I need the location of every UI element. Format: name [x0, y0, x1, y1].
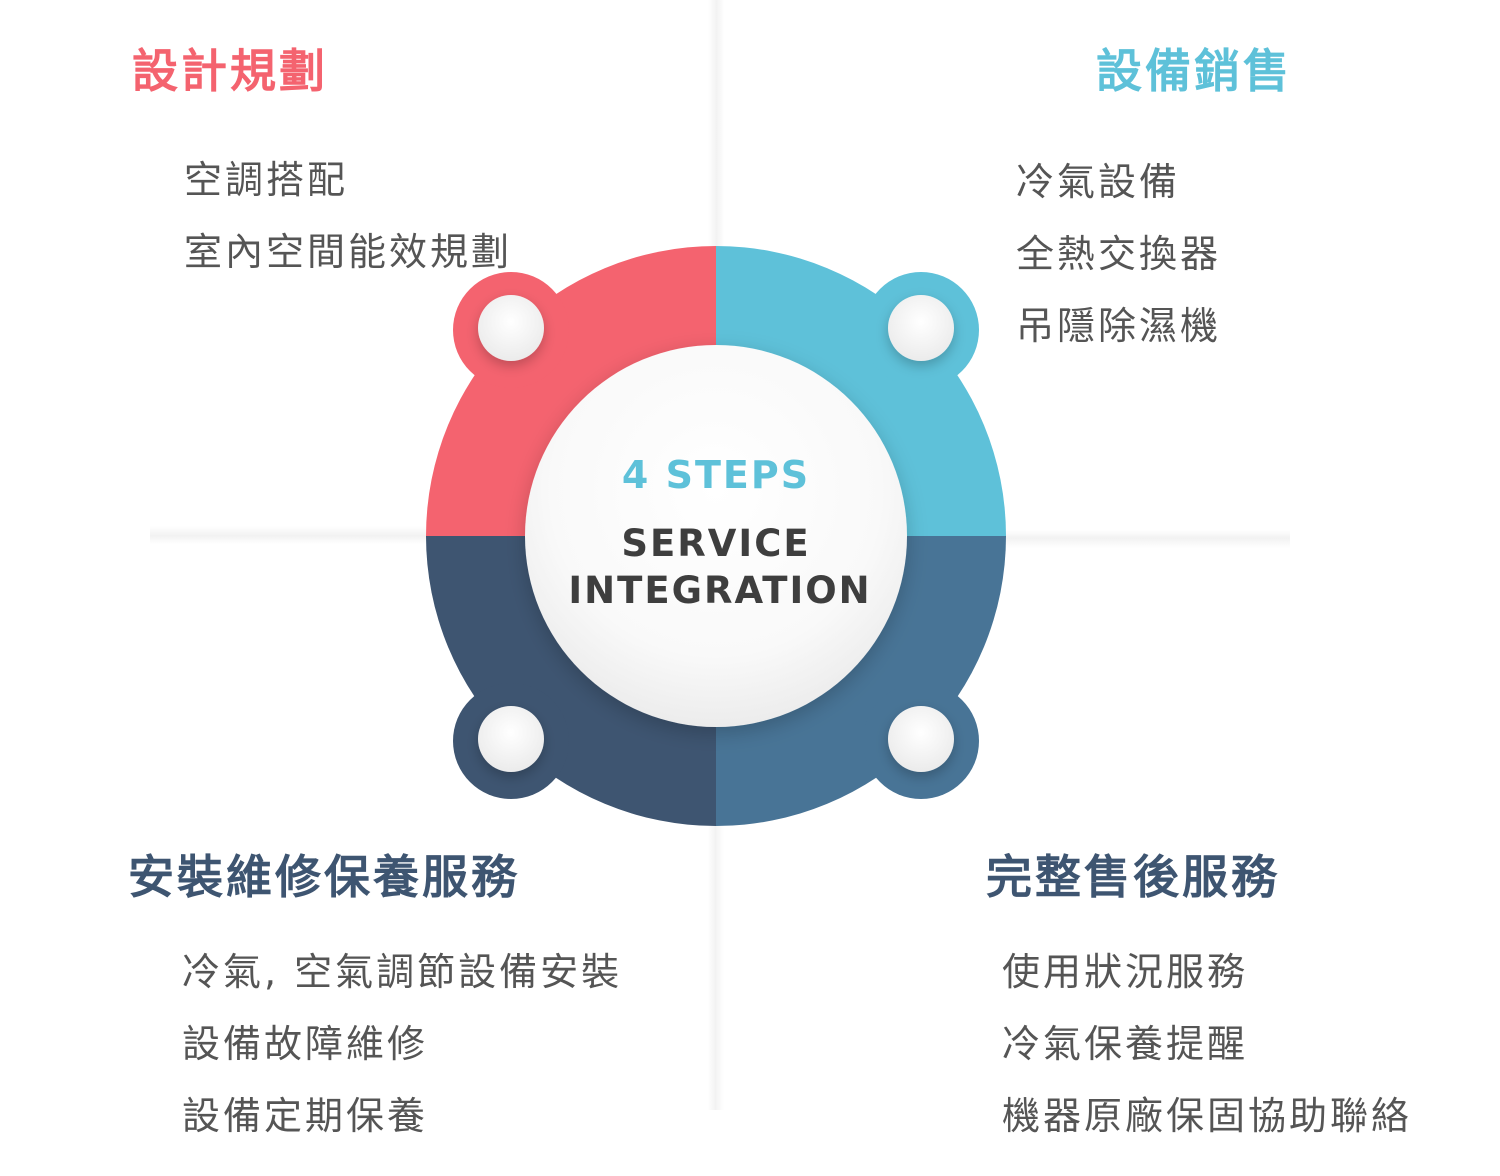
- install-title: 安裝維修保養服務: [128, 850, 520, 904]
- after-list: 使用狀況服務 冷氣保養提醒 機器原廠保固協助聯絡: [1002, 936, 1412, 1152]
- after-title: 完整售後服務: [986, 850, 1280, 904]
- after-item: 使用狀況服務: [1002, 950, 1249, 994]
- hole-after: [888, 706, 954, 772]
- after-item: 冷氣保養提醒: [1002, 1022, 1249, 1066]
- sales-title: 設備銷售: [1096, 44, 1292, 98]
- center-line2: INTEGRATION: [568, 569, 871, 612]
- hole-install: [478, 706, 544, 772]
- install-item: 設備故障維修: [182, 1022, 429, 1066]
- center-circle: [525, 345, 907, 727]
- install-list: 冷氣, 空氣調節設備安裝 設備故障維修 設備定期保養: [182, 936, 622, 1152]
- hole-sales: [888, 295, 954, 361]
- sales-item: 冷氣設備: [1016, 160, 1181, 204]
- sales-list: 冷氣設備 全熱交換器 吊隱除濕機: [1016, 146, 1221, 362]
- center-steps: 4 STEPS: [622, 453, 810, 497]
- install-item: 設備定期保養: [182, 1094, 429, 1138]
- design-title: 設計規劃: [132, 44, 328, 98]
- after-item: 機器原廠保固協助聯絡: [1002, 1094, 1413, 1138]
- sales-item: 全熱交換器: [1016, 232, 1222, 276]
- design-list: 空調搭配 室內空間能效規劃: [184, 144, 512, 288]
- design-item: 空調搭配: [184, 158, 349, 202]
- sales-item: 吊隱除濕機: [1016, 304, 1222, 348]
- install-item: 冷氣, 空氣調節設備安裝: [182, 950, 623, 994]
- design-item: 室內空間能效規劃: [184, 230, 513, 274]
- hole-design: [478, 295, 544, 361]
- center-line1: SERVICE: [621, 522, 810, 565]
